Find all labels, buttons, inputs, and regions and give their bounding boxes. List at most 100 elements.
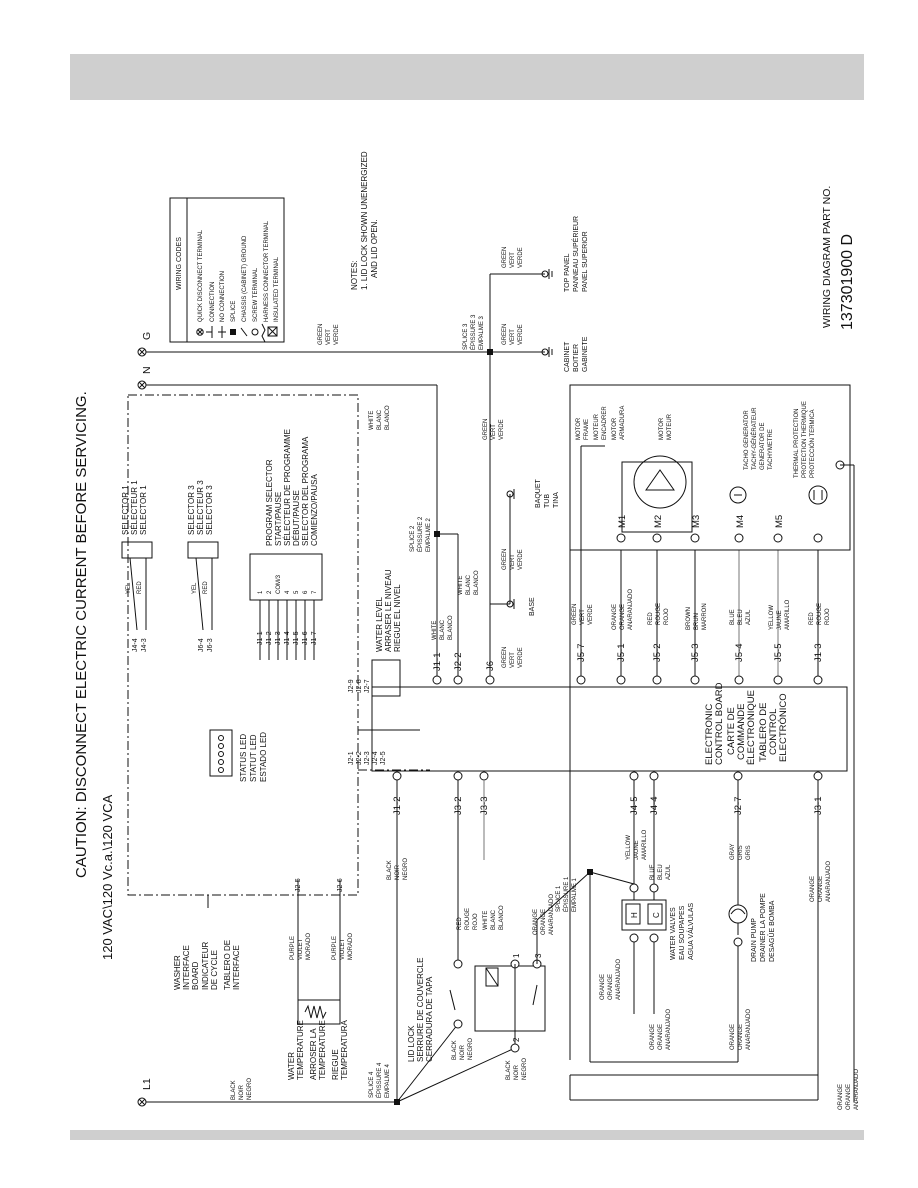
svg-text:H: H — [630, 912, 639, 918]
svg-text:TACHY-GÉNÉRATEUR: TACHY-GÉNÉRATEUR — [751, 407, 758, 470]
svg-text:J1-6: J1-6 — [302, 631, 309, 645]
motor-wire-labels: GREEN VERT VERDE ORANGE ORANGE ANARANJAD… — [572, 589, 831, 630]
selector-3-label: SELECTOR 3 SÉLECTEUR 3 SELECTOR 3 — [187, 480, 214, 535]
svg-text:GREEN: GREEN — [502, 647, 508, 668]
water-temp-label: WATER TEMPERATURE ARROSER LA TEMPERATURE… — [287, 1019, 349, 1080]
svg-text:SPLICE 2: SPLICE 2 — [410, 525, 416, 552]
svg-text:J1-2: J1-2 — [266, 631, 273, 645]
svg-text:GREEN: GREEN — [502, 324, 508, 345]
svg-text:THERMAL PROTECTION: THERMAL PROTECTION — [794, 409, 800, 478]
svg-text:TOP PANEL: TOP PANEL — [564, 253, 571, 292]
svg-text:ESTADO LED: ESTADO LED — [259, 732, 268, 782]
svg-text:TEMPERATURE: TEMPERATURE — [296, 1020, 305, 1080]
svg-text:AMARILLO: AMARILLO — [785, 599, 791, 630]
svg-text:AZUL: AZUL — [746, 609, 752, 625]
svg-text:ORANGE: ORANGE — [608, 974, 614, 1000]
svg-text:ORANGE: ORANGE — [846, 1084, 852, 1110]
svg-text:AND LID OPEN.: AND LID OPEN. — [370, 219, 379, 278]
svg-text:J2-5: J2-5 — [295, 878, 302, 892]
drain-pump — [728, 904, 748, 1062]
svg-text:EMPALME 4: EMPALME 4 — [385, 1063, 391, 1098]
svg-text:GENERATOR DE: GENERATOR DE — [760, 423, 766, 470]
svg-text:TEMPERATURE: TEMPERATURE — [318, 1020, 327, 1080]
svg-text:BLANCO: BLANCO — [499, 905, 505, 930]
svg-text:WASHER: WASHER — [173, 955, 182, 990]
svg-text:WATER VALVES: WATER VALVES — [670, 907, 677, 960]
status-led-block — [209, 729, 233, 777]
svg-text:5: 5 — [294, 590, 300, 594]
program-selector-pins: J1-1 J1-2 J1-3 J1-4 J1-5 J1-6 J1-7 — [257, 631, 318, 645]
svg-text:ANARANJADO: ANARANJADO — [616, 959, 622, 1000]
svg-text:ORANGE: ORANGE — [533, 909, 539, 935]
svg-text:BLANCO: BLANCO — [474, 570, 480, 595]
svg-text:GRAY: GRAY — [730, 843, 736, 860]
motor-assembly — [569, 384, 851, 551]
svg-text:ÉPISSURE 4: ÉPISSURE 4 — [376, 1062, 383, 1098]
svg-text:J2-3: J2-3 — [364, 751, 371, 765]
program-selector-numbers: 1 2 COM/3 4 5 6 7 — [258, 574, 318, 594]
svg-text:BOARD: BOARD — [191, 961, 200, 990]
svg-text:RED: RED — [809, 612, 815, 625]
svg-text:RED: RED — [648, 612, 654, 625]
water-valves-label: WATER VALVES EAU SOUPAPES AGUA VÁLVULAS — [670, 903, 695, 960]
svg-text:4: 4 — [285, 590, 291, 594]
svg-text:GREEN: GREEN — [502, 549, 508, 570]
lid-lock-label: LID LOCK SERRURE DE COUVERCLE CERRADURA … — [407, 958, 434, 1062]
splice-4-label: SPLICE 4 ÉPISSURE 4 EMPALME 4 — [369, 1062, 391, 1098]
svg-text:WHITE: WHITE — [369, 411, 375, 430]
svg-text:AMARILLO: AMARILLO — [642, 829, 648, 860]
svg-text:PANEL SUPERIOR: PANEL SUPERIOR — [582, 231, 589, 292]
svg-text:DE CYCLE: DE CYCLE — [210, 950, 219, 990]
splice-1-label: SPLICE 1 ÉPISSURE 1 EMPALME 1 — [556, 876, 578, 912]
lid-lock — [474, 965, 546, 1032]
svg-text:BRUN: BRUN — [694, 613, 700, 630]
svg-text:J2-4: J2-4 — [372, 751, 379, 765]
svg-text:SELECTOR 3: SELECTOR 3 — [187, 485, 196, 535]
water-temp-wires: PURPLE VIOLET MORADO PURPLE VIOLET MORAD… — [290, 878, 354, 1000]
svg-text:BLACK: BLACK — [231, 1080, 237, 1100]
motor-label: MOTOR MOTEUR — [659, 413, 673, 440]
svg-text:SELECTOR 1: SELECTOR 1 — [139, 485, 148, 535]
footer-band — [70, 1130, 864, 1140]
svg-text:J6-4: J6-4 — [198, 638, 205, 652]
svg-text:J1-3: J1-3 — [275, 631, 282, 645]
svg-text:PROTECCIÓN TERMICA: PROTECCIÓN TERMICA — [809, 409, 816, 478]
svg-text:BOITIER: BOITIER — [573, 344, 580, 372]
svg-text:VERDE: VERDE — [334, 324, 340, 345]
svg-text:ANARANJADO: ANARANJADO — [628, 589, 634, 630]
wiring-codes-legend: WIRING CODES QUICK DISCONNECT TERMINAL C… — [169, 197, 285, 343]
svg-text:J2-2: J2-2 — [356, 751, 363, 765]
svg-text:PROTECTION THERMIQUE: PROTECTION THERMIQUE — [802, 401, 808, 478]
svg-text:ROUGE: ROUGE — [817, 603, 823, 625]
svg-text:WIRING CODES: WIRING CODES — [176, 237, 183, 290]
svg-text:RED: RED — [457, 917, 463, 930]
svg-text:RED: RED — [203, 581, 209, 594]
svg-text:ORANGE: ORANGE — [620, 604, 626, 630]
svg-text:STATUS LED: STATUS LED — [239, 734, 248, 782]
svg-text:SELECTOR 1: SELECTOR 1 — [121, 485, 130, 535]
svg-text:VERT: VERT — [491, 424, 497, 440]
svg-text:N: N — [141, 366, 153, 374]
svg-text:ÉLECTRONIQUE: ÉLECTRONIQUE — [746, 690, 757, 765]
water-level-switch — [371, 659, 401, 697]
control-board — [371, 686, 848, 772]
svg-text:J2-6: J2-6 — [337, 878, 344, 892]
svg-text:ORANGE: ORANGE — [730, 1024, 736, 1050]
svg-text:SELECTOR DEL PROGRAMA: SELECTOR DEL PROGRAMA — [301, 436, 310, 546]
lower-wire-labels: BLACK NOIR NEGRO BLACK NOIR NEGRO BLACK … — [231, 829, 860, 1110]
svg-text:BLEU: BLEU — [658, 864, 664, 880]
svg-text:G: G — [141, 332, 153, 340]
svg-text:ORANGE: ORANGE — [541, 909, 547, 935]
conn-j1-2: J1-2 — [392, 797, 403, 815]
svg-text:WATER LEVEL: WATER LEVEL — [375, 596, 384, 652]
svg-text:SPLICE: SPLICE — [231, 301, 237, 322]
svg-text:ROJO: ROJO — [664, 608, 670, 625]
terminal-n: N — [137, 366, 153, 390]
svg-text:TINA: TINA — [553, 492, 560, 508]
water-valve-coils: H C — [625, 883, 663, 1014]
motor-m1: M1 — [617, 515, 628, 528]
svg-text:SÉLECTEUR 3: SÉLECTEUR 3 — [196, 480, 205, 535]
svg-text:GREEN: GREEN — [572, 604, 578, 625]
svg-text:MARRON: MARRON — [702, 603, 708, 630]
svg-text:ÉPISSURE 1: ÉPISSURE 1 — [563, 876, 570, 912]
